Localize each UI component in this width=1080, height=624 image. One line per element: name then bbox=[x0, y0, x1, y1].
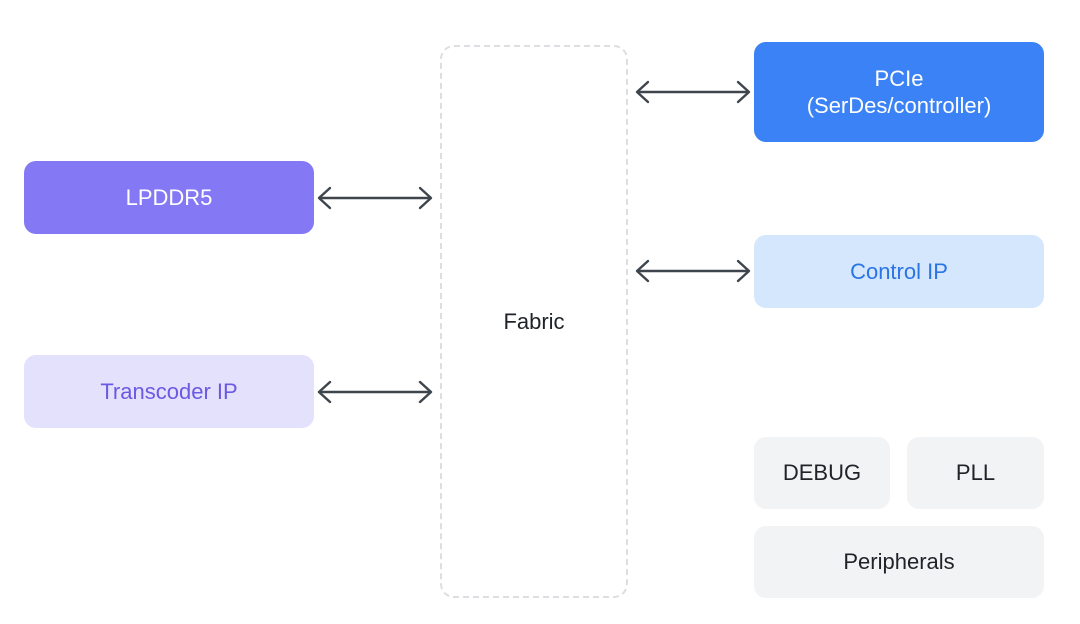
pll-block: PLL bbox=[907, 437, 1044, 509]
arrow-transcoder-fabric bbox=[317, 380, 433, 404]
transcoder-ip-label: Transcoder IP bbox=[100, 378, 238, 404]
lpddr5-block: LPDDR5 bbox=[24, 161, 314, 234]
arrow-fabric-control bbox=[635, 259, 751, 283]
peripherals-label: Peripherals bbox=[843, 549, 955, 575]
arrow-lpddr5-fabric bbox=[317, 186, 433, 210]
fabric-block: Fabric bbox=[440, 45, 628, 598]
debug-block: DEBUG bbox=[754, 437, 890, 509]
debug-label: DEBUG bbox=[782, 460, 862, 486]
transcoder-ip-block: Transcoder IP bbox=[24, 355, 314, 428]
control-ip-label: Control IP bbox=[850, 258, 948, 284]
pll-label: PLL bbox=[955, 460, 996, 486]
pcie-label: PCIe (SerDes/controller) bbox=[806, 65, 992, 119]
arrow-fabric-pcie bbox=[635, 80, 751, 104]
control-ip-block: Control IP bbox=[754, 235, 1044, 308]
pcie-block: PCIe (SerDes/controller) bbox=[754, 42, 1044, 142]
fabric-label: Fabric bbox=[503, 308, 565, 334]
peripherals-block: Peripherals bbox=[754, 526, 1044, 598]
lpddr5-label: LPDDR5 bbox=[125, 184, 213, 210]
